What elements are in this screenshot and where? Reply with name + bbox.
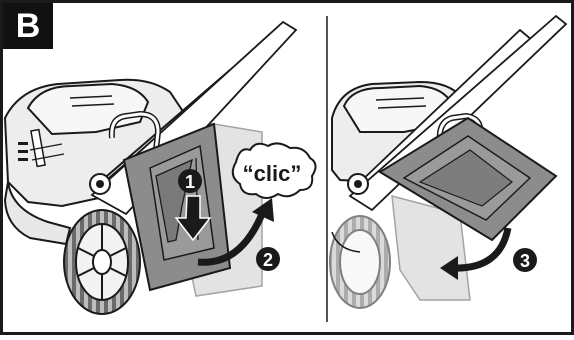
wheel-right — [330, 216, 390, 308]
step-badge-3: 3 — [513, 248, 537, 272]
wheel-left — [64, 210, 140, 314]
section-label: B — [3, 3, 53, 49]
step-badge-1: 1 — [178, 169, 202, 193]
svg-text:3: 3 — [520, 251, 530, 271]
svg-text:2: 2 — [263, 250, 273, 270]
clic-burst: “clic” — [233, 143, 316, 198]
svg-text:1: 1 — [185, 172, 195, 192]
clic-sound-text: “clic” — [243, 161, 302, 186]
step-badge-2: 2 — [256, 247, 280, 271]
